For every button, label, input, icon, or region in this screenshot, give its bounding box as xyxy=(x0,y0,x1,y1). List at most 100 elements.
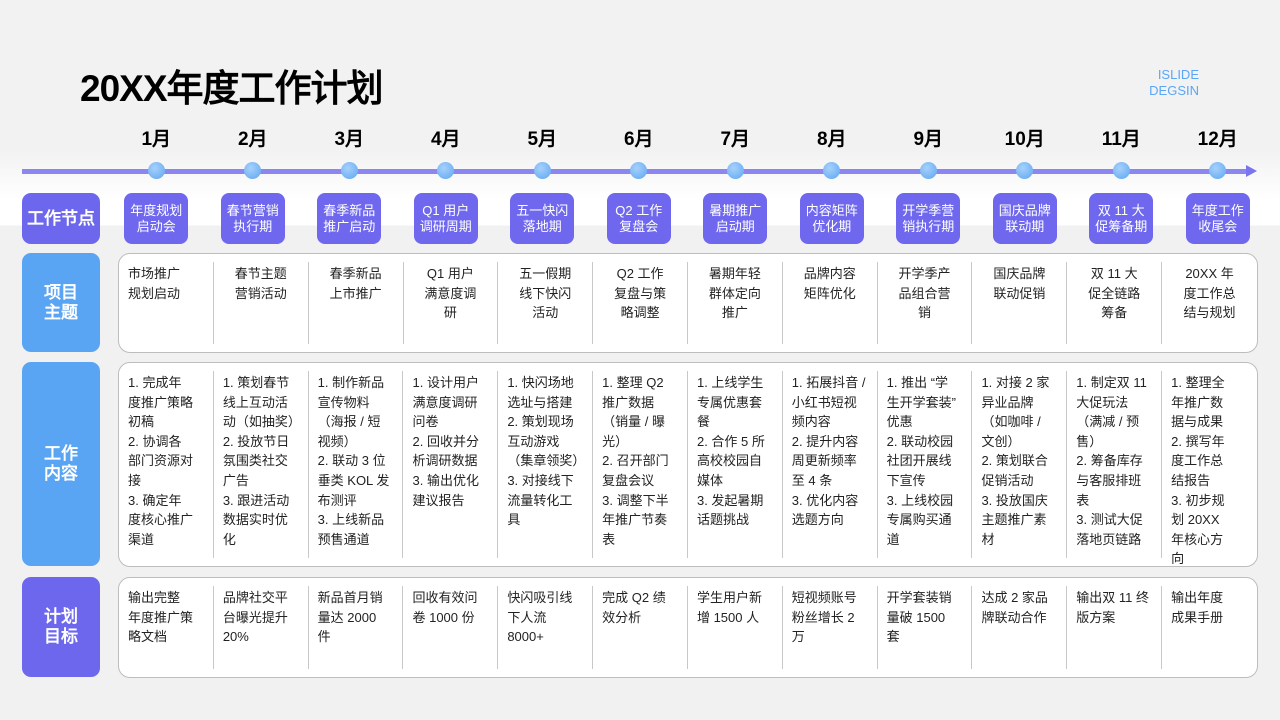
goal-cell: 短视频账号 粉丝增长 2 万 xyxy=(783,586,878,669)
goal-cell: 品牌社交平 台曝光提升 20% xyxy=(214,586,309,669)
timeline-dot-icon xyxy=(919,162,937,179)
timeline-dot-wrap xyxy=(784,162,881,179)
timeline-dot-wrap xyxy=(108,162,205,179)
work-node: 双 11 大 促筹备期 xyxy=(1089,193,1154,244)
work-node: 年度规划 启动会 xyxy=(124,193,189,244)
work-node-wrap: Q2 工作 复盘会 xyxy=(591,193,688,244)
work-node-wrap: 年度规划 启动会 xyxy=(108,193,205,244)
content-cell: 1. 策划春节 线上互动活 动（如抽奖） 2. 投放节日 氛围类社交 广告 3.… xyxy=(214,371,309,558)
topic-cell: 20XX 年 度工作总 结与规划 xyxy=(1183,266,1236,321)
work-node-wrap: 国庆品牌 联动期 xyxy=(977,193,1074,244)
month-label: 3月 xyxy=(334,129,365,150)
content-cell: 1. 制定双 11 大促玩法 （满减 / 预 售） 2. 筹备库存 与客服排班 … xyxy=(1067,371,1163,558)
topic-cell: 五一假期 线下快闪 活动 xyxy=(498,262,594,344)
month-label: 11月 xyxy=(1101,129,1141,150)
timeline-dot-wrap xyxy=(494,162,591,179)
month-label: 2月 xyxy=(237,129,268,150)
work-node: 开学季营 销执行期 xyxy=(896,193,961,244)
work-node: Q1 用户 调研周期 xyxy=(413,193,478,244)
work-node-wrap: 开学季营 销执行期 xyxy=(880,193,977,244)
goal-cell: 学生用户新 增 1500 人 xyxy=(688,586,783,669)
goal-cell: 达成 2 家品 牌联动合作 xyxy=(972,586,1068,669)
row-label-goals: 计划 目标 xyxy=(22,577,100,677)
content-cell: 1. 整理全 年推广数 据与成果 2. 撰写年 度工作总 结报告 3. 初步规 … xyxy=(1171,375,1225,567)
timeline-dot-icon xyxy=(147,162,165,179)
work-node-wrap: 暑期推广 启动期 xyxy=(687,193,784,244)
work-node-wrap: 年度工作 收尾会 xyxy=(1170,193,1267,244)
month-label: 12月 xyxy=(1197,129,1238,150)
timeline-dot-wrap xyxy=(880,162,977,179)
timeline-dot-wrap xyxy=(301,162,398,179)
timeline-dot-icon xyxy=(726,162,744,179)
work-node-wrap: 五一快闪 落地期 xyxy=(494,193,591,244)
month-label: 10月 xyxy=(1004,129,1045,150)
work-node: 内容矩阵 优化期 xyxy=(799,193,864,244)
month-label: 5月 xyxy=(527,129,558,150)
month-label: 8月 xyxy=(816,129,847,150)
timeline-dot-icon xyxy=(1209,162,1227,179)
timeline-dot-icon xyxy=(1016,162,1034,179)
content-cell: 1. 制作新品 宣传物料 （海报 / 短 视频） 2. 联动 3 位 垂类 KO… xyxy=(309,371,404,558)
work-node-wrap: 春节营销 执行期 xyxy=(205,193,302,244)
timeline-arrow-icon xyxy=(1246,165,1257,177)
goal-cell: 新品首月销 量达 2000 件 xyxy=(309,586,404,669)
content-cell: 1. 设计用户 满意度调研 问卷 2. 回收并分 析调研数据 3. 输出优化 建… xyxy=(403,371,499,558)
goal-cell: 完成 Q2 绩 效分析 xyxy=(593,586,688,669)
goal-cell: 输出完整 年度推广策 略文档 xyxy=(119,586,214,669)
work-node-wrap: 内容矩阵 优化期 xyxy=(784,193,881,244)
topic-cell: 春季新品 上市推广 xyxy=(309,262,404,344)
content-cell: 1. 对接 2 家 异业品牌 （如咖啡 / 文创） 2. 策划联合 促销活动 3… xyxy=(972,371,1068,558)
goal-cell: 回收有效问 卷 1000 份 xyxy=(403,586,499,669)
work-node-wrap: 双 11 大 促筹备期 xyxy=(1073,193,1170,244)
month-label: 6月 xyxy=(623,129,654,150)
timeline-dot-icon xyxy=(630,162,648,179)
row-label-topics: 项目 主题 xyxy=(22,253,100,352)
timeline-dot-wrap xyxy=(591,162,688,179)
work-node: 春节营销 执行期 xyxy=(220,193,285,244)
work-node-wrap: Q1 用户 调研周期 xyxy=(398,193,495,244)
timeline-dot-icon xyxy=(340,162,358,179)
content-cell: 1. 拓展抖音 / 小红书短视 频内容 2. 提升内容 周更新频率 至 4 条 … xyxy=(783,371,878,558)
work-node: 春季新品 推广启动 xyxy=(317,193,382,244)
timeline-dot-wrap xyxy=(977,162,1074,179)
timeline-dot-wrap xyxy=(1073,162,1170,179)
month-label: 1月 xyxy=(141,129,172,150)
timeline-dot-icon xyxy=(533,162,551,179)
topic-cell: Q2 工作 复盘与策 略调整 xyxy=(593,262,688,344)
work-node-wrap: 春季新品 推广启动 xyxy=(301,193,398,244)
topic-cell: 品牌内容 矩阵优化 xyxy=(783,262,878,344)
content-cell: 1. 推出 “学 生开学套装” 优惠 2. 联动校园 社团开展线 下宣传 3. … xyxy=(878,371,973,558)
timeline-dot-wrap xyxy=(205,162,302,179)
topic-cell: Q1 用户 满意度调 研 xyxy=(404,262,499,344)
topic-cell: 暑期年轻 群体定向 推广 xyxy=(688,262,783,344)
work-node: 五一快闪 落地期 xyxy=(510,193,575,244)
content-cell: 1. 上线学生 专属优惠套 餐 2. 合作 5 所 高校校园自 媒体 3. 发起… xyxy=(688,371,783,558)
timeline-dot-icon xyxy=(1112,162,1130,179)
row-label-nodes: 工作节点 xyxy=(22,193,100,244)
content-panel: 1. 完成年 度推广策略 初稿 2. 协调各 部门资源对 接 3. 确定年 度核… xyxy=(118,362,1258,567)
content-cell: 1. 整理 Q2 推广数据 （销量 / 曝 光） 2. 召开部门 复盘会议 3.… xyxy=(593,371,688,558)
timeline-dot-icon xyxy=(437,162,455,179)
topic-cell: 市场推广 规划启动 xyxy=(119,262,214,344)
content-cell: 1. 快闪场地 选址与搭建 2. 策划现场 互动游戏 （集章领奖） 3. 对接线… xyxy=(498,371,594,558)
brand-logo-text: ISLIDE DEGSIN xyxy=(1149,67,1199,98)
timeline-dot-wrap xyxy=(1170,162,1267,179)
topic-cell: 国庆品牌 联动促销 xyxy=(972,262,1068,344)
row-label-content: 工作 内容 xyxy=(22,362,100,566)
goal-cell: 输出年度 成果手册 xyxy=(1171,590,1224,625)
goal-cell: 快闪吸引线 下人流 8000+ xyxy=(498,586,594,669)
topic-cell: 春节主题 营销活动 xyxy=(214,262,309,344)
timeline-dot-wrap xyxy=(687,162,784,179)
month-label: 9月 xyxy=(913,129,944,150)
timeline-dots xyxy=(108,162,1266,179)
timeline-dot-icon xyxy=(244,162,262,179)
topic-cell: 开学季产 品组合营 销 xyxy=(878,262,973,344)
timeline-dot-icon xyxy=(823,162,841,179)
page-title: 20XX年度工作计划 xyxy=(80,68,384,109)
content-cell: 1. 完成年 度推广策略 初稿 2. 协调各 部门资源对 接 3. 确定年 度核… xyxy=(119,371,214,558)
work-node: Q2 工作 复盘会 xyxy=(606,193,671,244)
work-node: 暑期推广 启动期 xyxy=(703,193,768,244)
goal-cell: 开学套装销 量破 1500 套 xyxy=(878,586,973,669)
